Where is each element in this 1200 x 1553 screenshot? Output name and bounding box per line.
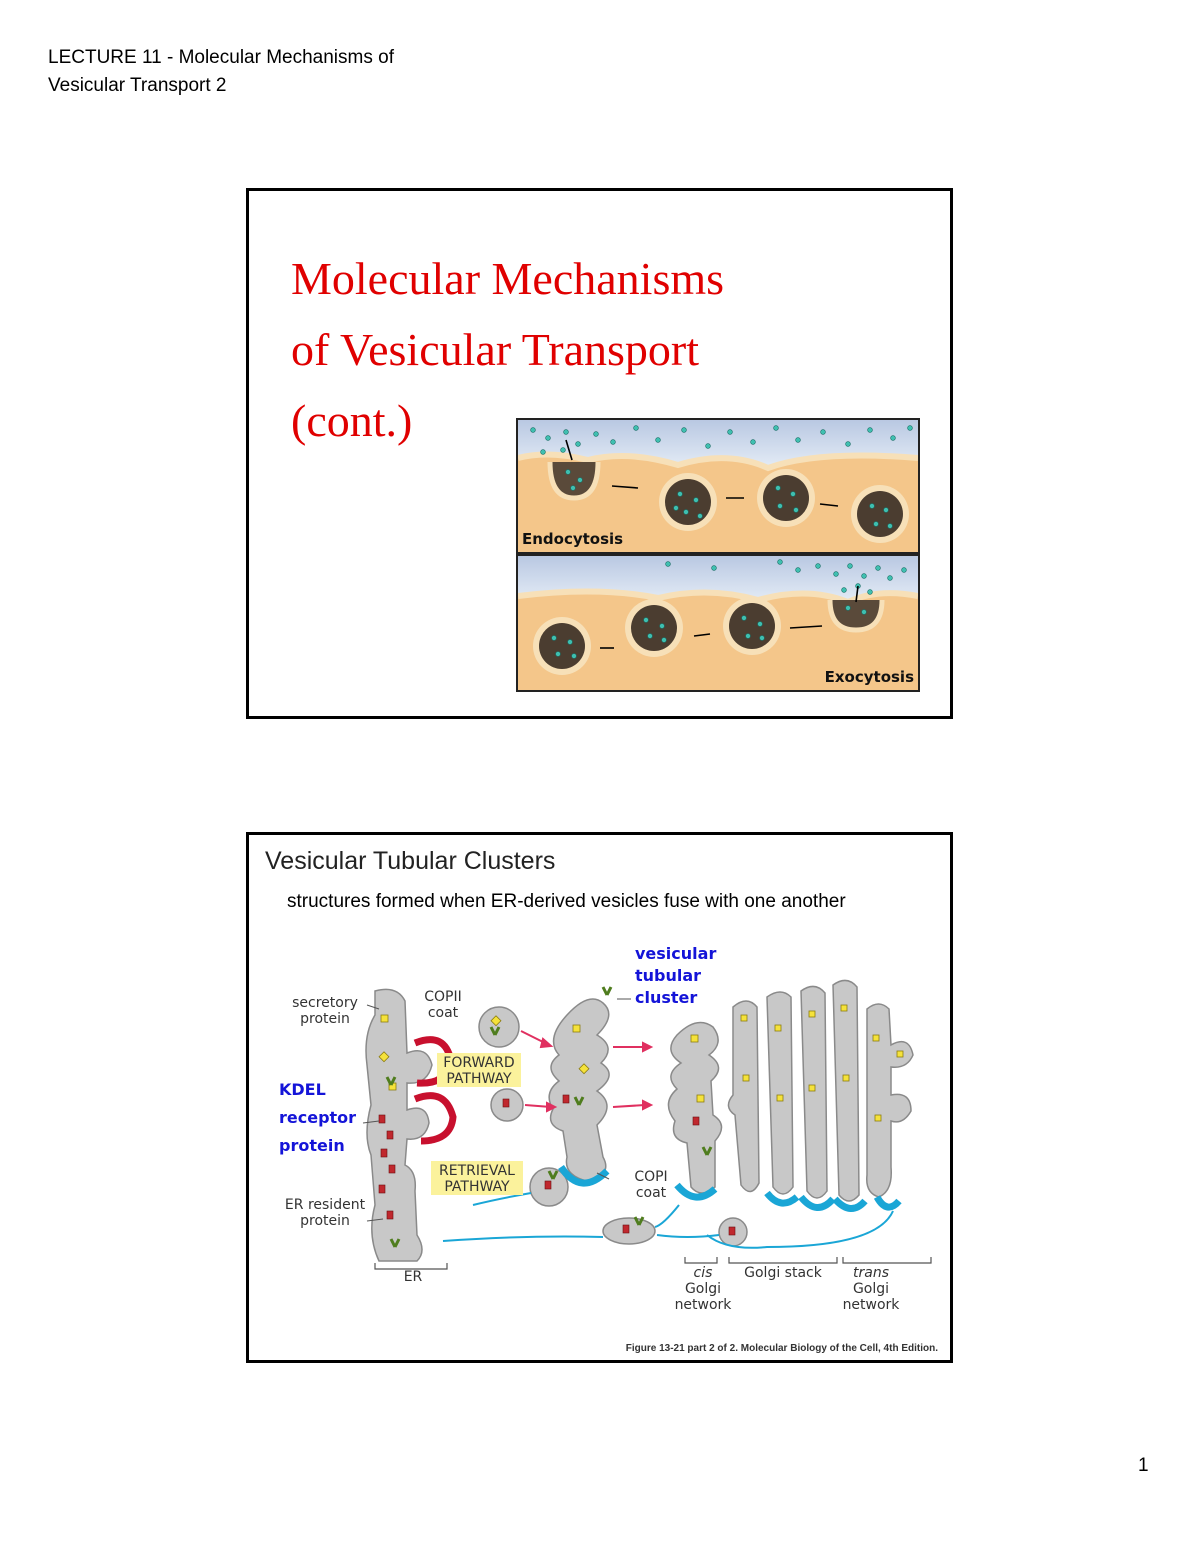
trans-golgi-shape xyxy=(866,1003,914,1198)
title-line-1: Molecular Mechanisms xyxy=(291,253,725,304)
slide-2-title: Vesicular Tubular Clusters xyxy=(265,847,556,875)
vesicular-transport-diagram: secretory protein COPII coat FORWARD PAT… xyxy=(279,944,932,1313)
copi-coat xyxy=(674,1182,718,1201)
copi-coat xyxy=(558,1164,610,1187)
label-trans-3: network xyxy=(843,1297,901,1313)
label-copii-coat: COPII xyxy=(424,989,462,1005)
label-kdel-3: protein xyxy=(279,1136,345,1155)
endocytic-vesicle xyxy=(757,469,815,527)
secretory-vesicle xyxy=(533,617,591,675)
endocytosis-label: Endocytosis xyxy=(522,530,623,548)
label-vtc-2: tubular xyxy=(635,966,701,985)
label-cis: cis xyxy=(694,1265,713,1281)
slide-1-title: Molecular Mechanisms of Vesicular Transp… xyxy=(291,243,724,456)
document-header: LECTURE 11 - Molecular Mechanisms of Ves… xyxy=(48,44,394,100)
label-trans: trans xyxy=(853,1265,889,1281)
slide-2: Vesicular Tubular Clusters structures fo… xyxy=(246,832,953,1363)
cis-golgi-shape xyxy=(667,1021,723,1194)
label-copi-coat-2: coat xyxy=(636,1185,667,1201)
copi-coat xyxy=(764,1190,800,1207)
slide-1: Molecular Mechanisms of Vesicular Transp… xyxy=(246,188,953,719)
copi-coat xyxy=(798,1194,836,1211)
secretory-vesicle xyxy=(723,597,781,655)
copi-coat xyxy=(832,1196,868,1212)
copii-coat xyxy=(413,1092,457,1145)
label-er-resident: ER resident xyxy=(285,1197,366,1213)
title-line-2: of Vesicular Transport xyxy=(291,324,700,375)
label-copi-coat: COPI xyxy=(634,1169,667,1185)
golgi-cisterna xyxy=(800,985,828,1199)
secretory-vesicle xyxy=(625,599,683,657)
slide-2-subtitle: structures formed when ER-derived vesicl… xyxy=(287,891,846,912)
golgi-cisterna xyxy=(832,979,860,1202)
golgi-cisterna xyxy=(727,1000,760,1193)
label-secretory-protein-2: protein xyxy=(300,1011,350,1027)
label-er-resident-2: protein xyxy=(300,1213,350,1229)
label-vtc: vesicular xyxy=(635,944,716,963)
endocytosis-illustration: Endocytosis xyxy=(518,420,918,552)
header-line-1: LECTURE 11 - Molecular Mechanisms of xyxy=(48,47,394,68)
label-retrieval-pathway: RETRIEVAL xyxy=(439,1163,515,1179)
label-secretory-protein: secretory xyxy=(292,995,358,1011)
endocytic-vesicle xyxy=(851,485,909,543)
figure-credit: Figure 13-21 part 2 of 2. Molecular Biol… xyxy=(625,1343,938,1354)
label-kdel: KDEL xyxy=(279,1080,326,1099)
exocytosis-panel: Exocytosis xyxy=(516,554,920,692)
label-vtc-3: cluster xyxy=(635,988,697,1007)
label-cis-3: network xyxy=(675,1297,733,1313)
golgi-cisterna xyxy=(766,991,794,1195)
label-cis-2: Golgi xyxy=(685,1281,721,1297)
header-line-2: Vesicular Transport 2 xyxy=(48,75,227,96)
label-golgi-stack: Golgi stack xyxy=(744,1265,823,1281)
title-line-3: (cont.) xyxy=(291,395,413,446)
label-kdel-2: receptor xyxy=(279,1108,356,1127)
label-trans-2: Golgi xyxy=(853,1281,889,1297)
exocytosis-label: Exocytosis xyxy=(825,668,914,686)
label-forward-pathway-2: PATHWAY xyxy=(446,1071,512,1087)
label-forward-pathway: FORWARD xyxy=(443,1055,514,1071)
exocytosis-illustration: Exocytosis xyxy=(518,556,918,690)
label-retrieval-pathway-2: PATHWAY xyxy=(444,1179,510,1195)
label-er: ER xyxy=(404,1269,423,1285)
endocytosis-panel: Endocytosis xyxy=(516,418,920,554)
copi-coat xyxy=(873,1195,902,1211)
label-copii-coat-2: coat xyxy=(428,1005,459,1021)
endocytic-vesicle xyxy=(659,473,717,531)
page-number: 1 xyxy=(1138,1455,1149,1476)
